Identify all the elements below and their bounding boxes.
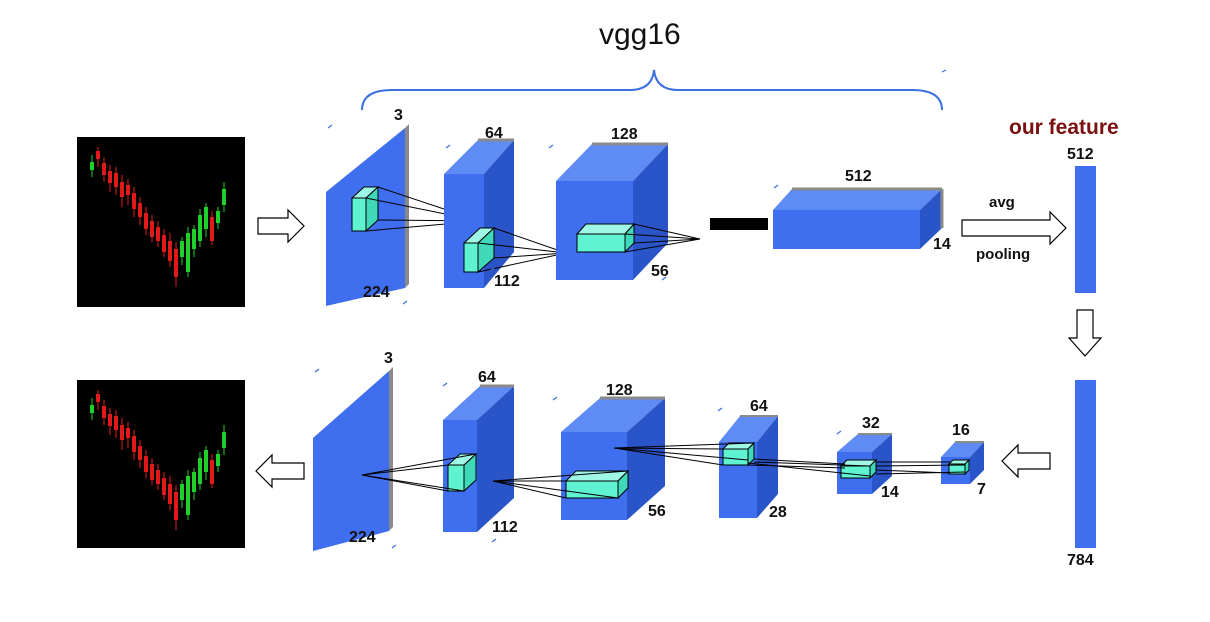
- candle-body: [204, 207, 208, 229]
- vgg16-title: vgg16: [599, 18, 681, 51]
- encoder-layer-4-channels: 512: [845, 168, 872, 185]
- candle-body: [108, 414, 112, 426]
- feature-vector-top-label: 512: [1067, 146, 1094, 163]
- encoder-layer-3: [556, 142, 701, 280]
- avg-pooling-arrow: [961, 210, 1067, 246]
- candle-body: [204, 450, 208, 472]
- decoder-layer-3-channels: 3: [384, 350, 393, 367]
- candle-body: [222, 432, 226, 448]
- candle-body: [102, 406, 106, 418]
- decoder-layer-128: [561, 396, 755, 520]
- candle-body: [198, 215, 202, 241]
- decoder-layer-16: [941, 441, 984, 484]
- candle-body: [180, 484, 184, 500]
- candle-body: [114, 173, 118, 187]
- candle-body: [180, 241, 184, 257]
- pool-label-avg: avg: [989, 194, 1015, 211]
- decoder-layer-64a-channels: 64: [478, 369, 496, 386]
- decoder-layer-32-channels: 32: [862, 415, 880, 432]
- candle-body: [192, 472, 196, 492]
- encoder-layer-4: [773, 187, 944, 249]
- our-feature-title: our feature: [1009, 116, 1119, 139]
- candle-body: [144, 456, 148, 472]
- candle-body: [132, 436, 136, 452]
- decoder-layer-32: [837, 433, 966, 494]
- decoder-input-arrow: [1001, 443, 1051, 479]
- candle-body: [138, 446, 142, 460]
- candle-body: [120, 425, 124, 440]
- encoder-layer-1: [326, 124, 481, 306]
- candle-body: [198, 458, 202, 484]
- pool-label-pooling: pooling: [976, 246, 1031, 263]
- candle-body: [138, 203, 142, 217]
- output-arrow: [255, 453, 305, 489]
- candle-body: [168, 484, 172, 504]
- candle-body: [174, 249, 178, 277]
- candle-body: [186, 233, 190, 272]
- candle-body: [132, 193, 136, 209]
- feature-vector-512: [1075, 166, 1096, 293]
- candle-body: [90, 405, 94, 413]
- candle-body: [168, 241, 172, 261]
- decoder-layer-64b-size: 28: [769, 504, 787, 521]
- encoder-layer-2: [444, 138, 567, 288]
- output-candlestick-chart: [77, 380, 245, 548]
- candle-body: [90, 162, 94, 170]
- decoder-layer-32-size: 14: [881, 484, 899, 501]
- candle-body: [216, 211, 220, 223]
- candle-body: [108, 171, 112, 183]
- candle-body: [156, 227, 160, 241]
- encoder-layer-1-channels: 3: [394, 107, 403, 124]
- candle-body: [162, 235, 166, 252]
- decoder-layer-64b: [719, 415, 871, 518]
- decoder-layer-16-channels: 16: [952, 422, 970, 439]
- decoder-layer-64a-size: 112: [492, 519, 518, 536]
- candle-body: [210, 217, 214, 241]
- decoder-layer-16-size: 7: [977, 481, 986, 498]
- input-candlestick-chart: [77, 137, 245, 307]
- encoder-layer-2-channels: 64: [485, 125, 503, 142]
- candle-body: [174, 492, 178, 520]
- input-arrow: [257, 208, 305, 244]
- candle-body: [96, 151, 100, 159]
- decoder-layer-3: [313, 367, 477, 551]
- candle-body: [210, 460, 214, 484]
- decoder-layer-64b-channels: 64: [750, 398, 768, 415]
- candle-body: [222, 189, 226, 205]
- candle-body: [192, 229, 196, 249]
- encoder-layer-3-size: 56: [651, 263, 669, 280]
- decoder-layer-3-size: 224: [349, 529, 376, 546]
- encoder-layer-1-size: 224: [363, 284, 390, 301]
- candle-body: [126, 185, 130, 195]
- encoder-layer-2-size: 112: [494, 273, 520, 290]
- vgg16-bracket: [361, 69, 943, 111]
- encoder-layer-4-size: 14: [933, 236, 951, 253]
- tick-marks: [314, 69, 947, 549]
- candle-body: [216, 454, 220, 466]
- candle-body: [126, 428, 130, 438]
- candle-body: [150, 464, 154, 480]
- candle-body: [120, 182, 124, 197]
- candle-body: [102, 163, 106, 175]
- feature-down-arrow: [1067, 309, 1103, 357]
- decoder-layer-128-size: 56: [648, 503, 666, 520]
- candle-body: [144, 213, 148, 229]
- feature-vector-bottom-label: 784: [1067, 552, 1094, 569]
- candle-body: [114, 416, 118, 430]
- candle-body: [150, 221, 154, 237]
- ellipsis-bar-1: [710, 218, 768, 230]
- encoder-layer-3-channels: 128: [611, 126, 638, 143]
- decoder-layer-128-channels: 128: [606, 382, 633, 399]
- candle-body: [156, 470, 160, 484]
- candle-body: [162, 478, 166, 495]
- candle-body: [96, 394, 100, 402]
- feature-vector-784: [1075, 380, 1096, 548]
- candle-body: [186, 476, 190, 515]
